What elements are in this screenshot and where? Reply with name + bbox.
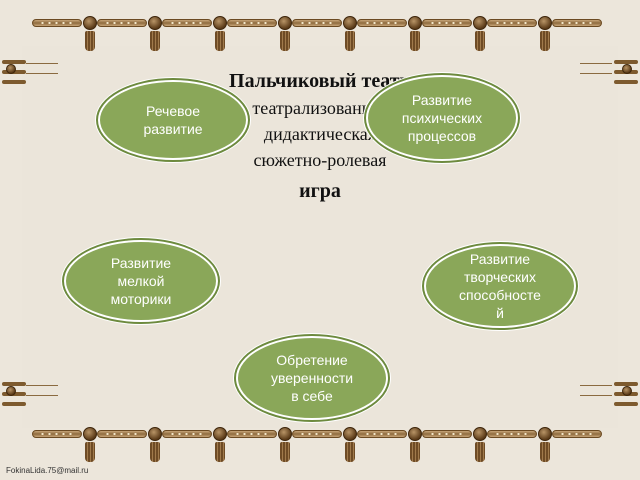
title-line-theatrical: театрализованная xyxy=(252,98,388,118)
bubble-speech-label: Речевое развитие xyxy=(143,103,203,137)
bubble-confidence: Обретение уверенности в себе xyxy=(236,336,388,420)
title-line-didactic: дидактическая xyxy=(263,124,377,144)
watermark: FokinaLida.75@mail.ru xyxy=(6,466,89,475)
bubble-creative-abilities: Развитие творческих способносте й xyxy=(424,244,576,328)
bubble-fine-motor: Развитие мелкой моторики xyxy=(64,240,218,322)
bubble-speech-development: Речевое развитие xyxy=(98,80,248,160)
bubble-creative-label: Развитие творческих способносте й xyxy=(459,251,541,321)
bubble-mental-processes: Развитие психических процессов xyxy=(366,75,518,161)
title-line-roleplay: сюжетно-ролевая xyxy=(253,150,387,170)
title-game: игра xyxy=(299,180,341,202)
bubble-mental-label: Развитие психических процессов xyxy=(401,92,483,144)
bubble-motor-label: Развитие мелкой моторики xyxy=(110,255,172,307)
slide-title: Пальчиковый театр xyxy=(229,70,411,92)
bubble-confidence-label: Обретение уверенности в себе xyxy=(270,352,354,404)
